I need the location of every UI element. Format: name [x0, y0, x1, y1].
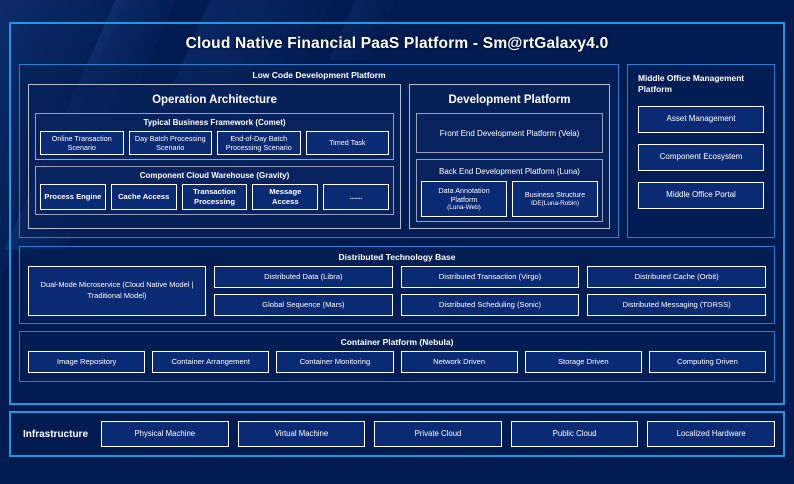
back-end-development-platform-group: Back End Development Platform (Luna) Dat…: [416, 159, 603, 222]
node-message-access[interactable]: Message Access: [252, 184, 319, 210]
node-middle-office-portal[interactable]: Middle Office Portal: [638, 181, 764, 209]
typical-business-framework-title: Typical Business Framework (Comet): [143, 118, 286, 127]
node-storage-driven[interactable]: Storage Driven: [524, 351, 642, 373]
node-distributed-data[interactable]: Distributed Data (Libra): [214, 266, 393, 288]
node-business-structure-ide-sub: IDE(Luna-Robin): [531, 199, 579, 207]
node-virtual-machine[interactable]: Virtual Machine: [237, 421, 366, 447]
node-computing-driven[interactable]: Computing Driven: [648, 351, 767, 373]
development-platform-card: Development Platform Front End Developme…: [409, 84, 610, 229]
component-cloud-warehouse-title: Component Cloud Warehouse (Gravity): [139, 171, 290, 180]
infrastructure-label: Infrastructure: [23, 428, 89, 440]
node-transaction-processing[interactable]: Transaction Processing: [181, 184, 248, 210]
node-distributed-cache[interactable]: Distributed Cache (Orbit): [587, 266, 766, 288]
distributed-technology-base-panel: Distributed Technology Base Dual-Mode Mi…: [19, 246, 775, 324]
node-component-ecosystem[interactable]: Component Ecosystem: [638, 143, 764, 171]
node-process-engine[interactable]: Process Engine: [40, 184, 106, 210]
container-platform-panel: Container Platform (Nebula) Image Reposi…: [19, 331, 775, 382]
platform-diagram-frame: Cloud Native Financial PaaS Platform - S…: [9, 22, 785, 405]
node-online-transaction-scenario[interactable]: Online Transaction Scenario: [40, 131, 124, 155]
node-container-arrangement[interactable]: Container Arrangement: [152, 351, 270, 373]
node-localized-hardware[interactable]: Localized Hardware: [647, 421, 775, 447]
node-network-driven[interactable]: Network Driven: [400, 351, 518, 373]
node-distributed-transaction[interactable]: Distributed Transaction (Virgo): [400, 266, 580, 288]
node-cache-access[interactable]: Cache Access: [110, 184, 177, 210]
node-more-ellipsis[interactable]: ......: [323, 184, 389, 210]
upper-section: Low Code Development Platform Operation …: [11, 64, 783, 238]
page-title: Cloud Native Financial PaaS Platform - S…: [185, 35, 609, 52]
node-end-of-day-batch-processing-scenario[interactable]: End-of-Day Batch Processing Scenario: [217, 131, 301, 155]
node-business-structure-ide-main: Business Structure: [524, 190, 586, 200]
node-physical-machine[interactable]: Physical Machine: [101, 421, 229, 447]
node-data-annotation-platform-sub: (Luna-Web): [447, 204, 481, 212]
node-dual-mode-microservice[interactable]: Dual-Mode Microservice (Cloud Native Mod…: [28, 266, 206, 316]
distributed-technology-base-title: Distributed Technology Base: [338, 252, 456, 262]
node-asset-management[interactable]: Asset Management: [638, 105, 764, 133]
development-platform-title: Development Platform: [448, 94, 571, 106]
operation-architecture-card: Operation Architecture Typical Business …: [28, 84, 401, 229]
back-end-development-platform-title: Back End Development Platform (Luna): [439, 167, 580, 176]
component-cloud-warehouse-group: Component Cloud Warehouse (Gravity) Proc…: [35, 166, 394, 215]
node-global-sequence[interactable]: Global Sequence (Mars): [214, 294, 393, 316]
low-code-development-platform-panel: Low Code Development Platform Operation …: [19, 64, 619, 238]
low-code-panel-title: Low Code Development Platform: [252, 70, 386, 80]
node-timed-task[interactable]: Timed Task: [305, 131, 389, 155]
node-private-cloud[interactable]: Private Cloud: [374, 421, 502, 447]
node-business-structure-ide[interactable]: Business Structure IDE(Luna-Robin): [512, 181, 598, 217]
middle-office-management-platform-panel: Middle Office Management Platform Asset …: [627, 64, 775, 238]
dual-mode-microservice-wrapper: Dual-Mode Microservice (Cloud Native Mod…: [28, 266, 206, 316]
node-front-end-development-platform[interactable]: Front End Development Platform (Vela): [439, 128, 580, 138]
node-distributed-scheduling[interactable]: Distributed Scheduling (Sonic): [400, 294, 580, 316]
middle-office-panel-title: Middle Office Management Platform: [638, 73, 745, 95]
node-distributed-messaging[interactable]: Distributed Messaging (TDRSS): [587, 294, 766, 316]
front-end-development-platform-group: Front End Development Platform (Vela): [416, 113, 603, 153]
operation-architecture-title: Operation Architecture: [152, 94, 277, 106]
node-data-annotation-platform-main: Data Annotation Platform: [438, 185, 490, 204]
node-container-monitoring[interactable]: Container Monitoring: [276, 351, 394, 373]
node-day-batch-processing-scenario[interactable]: Day Batch Processing Scenario: [128, 131, 212, 155]
node-public-cloud[interactable]: Public Cloud: [510, 421, 639, 447]
node-image-repository[interactable]: Image Repository: [28, 351, 146, 373]
infrastructure-panel: Infrastructure Physical Machine Virtual …: [9, 411, 785, 457]
node-data-annotation-platform[interactable]: Data Annotation Platform (Luna-Web): [421, 181, 507, 217]
container-platform-title: Container Platform (Nebula): [340, 337, 454, 347]
typical-business-framework-group: Typical Business Framework (Comet) Onlin…: [35, 113, 394, 160]
